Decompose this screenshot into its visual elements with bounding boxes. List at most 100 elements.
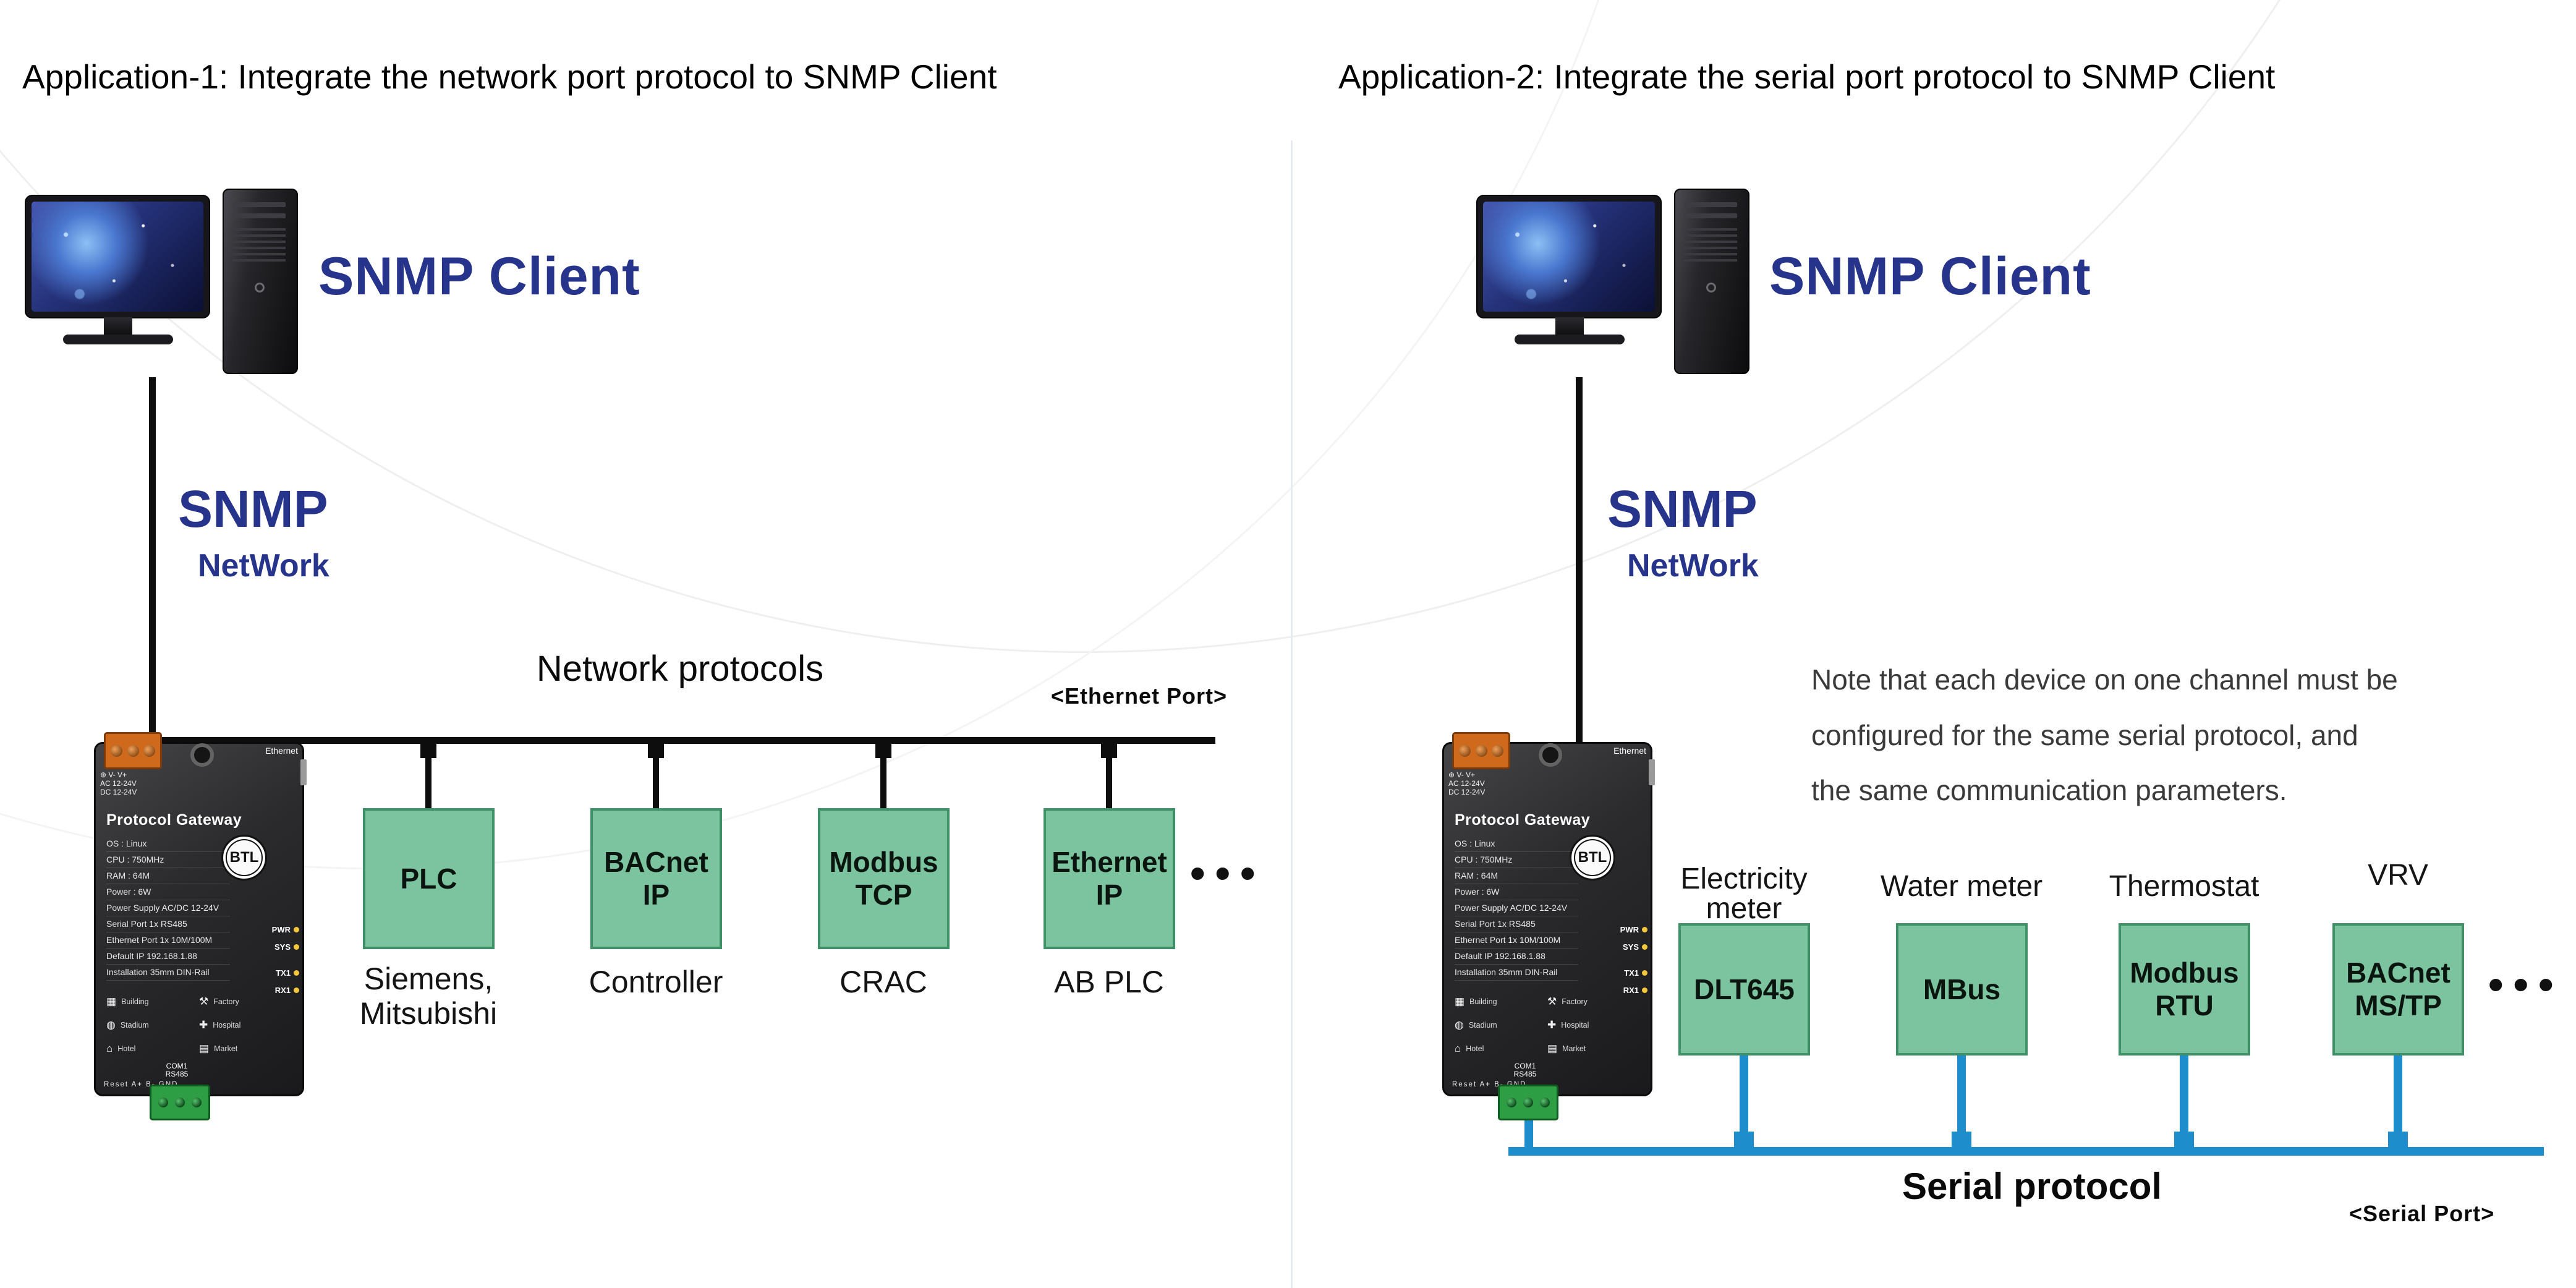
spec-row: Power Supply AC/DC 12-24V: [1455, 900, 1578, 916]
serial-drop-line: [2180, 1056, 2188, 1136]
sector-label: Factory: [1562, 997, 1588, 1006]
serial-drop-line: [1957, 1056, 1966, 1136]
tower-slot: [1684, 213, 1737, 218]
device-spec-list: OS : Linux CPU : 750MHz RAM : 64M Power …: [1455, 836, 1578, 981]
snmp-network-line-1: [149, 377, 156, 741]
device-title: Protocol Gateway: [1455, 811, 1591, 829]
node-box-mbus: MBus: [1896, 923, 2028, 1056]
led-label: PWR: [271, 925, 291, 934]
spec-row: Ethernet Port 1x 10M/100M: [1455, 932, 1578, 949]
mounting-hole: [190, 743, 214, 767]
node-drop-line: [880, 744, 886, 808]
led-label: TX1: [1624, 968, 1639, 978]
hospital-icon: ✚: [1547, 1019, 1557, 1031]
node-box-modbus-tcp: Modbus TCP: [818, 808, 950, 949]
led-sys: SYS: [1623, 942, 1647, 952]
node-caption-siemens: Siemens, Mitsubishi: [359, 962, 498, 1031]
sector-hotel: ⌂Hotel: [1455, 1038, 1547, 1060]
bus-connector: [1101, 742, 1117, 758]
node-caption-controller: Controller: [589, 965, 723, 999]
sector-label: Hospital: [1561, 1021, 1589, 1030]
terminal-screw: [1492, 744, 1504, 757]
terminal-screw: [1475, 744, 1487, 757]
snmp-client-label-2: SNMP Client: [1769, 247, 2091, 306]
led-pwr: PWR: [1620, 925, 1647, 934]
led-dot: [1642, 987, 1647, 993]
led-dot: [294, 987, 299, 993]
device-body: [1442, 742, 1652, 1096]
sector-label: Stadium: [1468, 1021, 1497, 1030]
sector-hospital: ✚ Hospital: [1547, 1014, 1640, 1036]
terminal-screw: [1523, 1098, 1533, 1107]
com-port-label: COM1 RS485: [1513, 1062, 1537, 1078]
power-terminal-block: [1452, 732, 1510, 769]
spec-row: RAM : 64M: [106, 868, 230, 884]
serial-note: Note that each device on one channel mus…: [1811, 663, 2398, 807]
spec-row: OS : Linux: [106, 836, 230, 852]
serial-port-label: <Serial Port>: [2349, 1201, 2495, 1226]
btl-logo: BTL: [221, 835, 267, 881]
spec-row: RAM : 64M: [1455, 868, 1578, 884]
monitor: [25, 195, 210, 318]
monitor-base: [63, 335, 173, 344]
monitor-stand: [1555, 317, 1584, 335]
snmp-client-label-1: SNMP Client: [318, 247, 640, 306]
tower-vent: [232, 228, 286, 264]
terminal-screw: [143, 744, 156, 757]
bus-connector: [875, 742, 891, 758]
node-box-modbus-rtu: Modbus RTU: [2119, 923, 2250, 1056]
terminal-screw: [127, 744, 139, 757]
led-label: TX1: [276, 968, 291, 978]
spec-row: OS : Linux: [1455, 836, 1578, 852]
gateway-serial-riser: [1524, 1118, 1533, 1150]
bus-connector: [648, 742, 664, 758]
node-caption-ab-plc: AB PLC: [1054, 965, 1164, 999]
app1-title: Application-1: Integrate the network por…: [22, 58, 997, 96]
power-rating-label: ⊕ V- V+ AC 12-24V DC 12-24V: [100, 770, 137, 796]
snmp-network-line-2: [1576, 377, 1583, 743]
panel-divider: [1291, 140, 1293, 1288]
led-dot: [1642, 970, 1647, 976]
bus-connector: [420, 742, 436, 758]
led-dot: [294, 970, 299, 976]
snmp-client-computer-1: [25, 189, 315, 382]
spec-row: Ethernet Port 1x 10M/100M: [106, 932, 230, 949]
tower-power-button: [1706, 283, 1716, 292]
com-port-label: COM1 RS485: [165, 1062, 189, 1078]
node-box-plc: PLC: [363, 808, 495, 949]
spec-row: Default IP 192.168.1.88: [106, 949, 230, 965]
node-drop-line: [1106, 744, 1112, 808]
led-dot: [294, 927, 299, 932]
spec-row: CPU : 750MHz: [106, 852, 230, 868]
terminal-screw: [158, 1098, 168, 1107]
led-label: SYS: [274, 942, 291, 952]
tower-slot: [232, 202, 286, 207]
sector-icon-grid: ▦Building ⚒Factory ◍Stadium ✚Hospital ⌂H…: [106, 991, 292, 1060]
factory-icon: ⚒: [1547, 996, 1557, 1007]
serial-drop-line: [2394, 1056, 2402, 1136]
led-pwr: PWR: [272, 925, 299, 934]
serial-bus-line: [1508, 1147, 2544, 1156]
ethernet-port-tag: Ethernet: [1613, 746, 1646, 756]
sector-stadium: ◍Stadium: [1455, 1014, 1547, 1036]
sector-label: Hotel: [117, 1044, 136, 1053]
serial-terminal-block: [150, 1085, 210, 1120]
led-tx1: TX1: [276, 968, 299, 978]
sector-hospital: ✚Hospital: [199, 1014, 292, 1036]
tower-slot: [1684, 202, 1737, 207]
terminal-screw: [175, 1098, 185, 1107]
computer-tower: [1674, 189, 1749, 374]
led-dot: [1642, 927, 1647, 932]
snmp-label-1: SNMP: [178, 480, 328, 538]
monitor-stand: [104, 317, 132, 335]
protocol-gateway-device-2: Ethernet ⊕ V- V+ AC 12-24V DC 12-24V Pro…: [1442, 732, 1655, 1120]
network-label-2: NetWork: [1627, 548, 1759, 584]
hotel-icon: ⌂: [1455, 1043, 1461, 1054]
label-water-meter: Water meter: [1880, 870, 2043, 903]
spec-row: Power : 6W: [1455, 884, 1578, 900]
led-dot: [294, 944, 299, 950]
snmp-client-computer-2: [1476, 189, 1767, 382]
building-icon: ▦: [106, 996, 117, 1007]
power-rating-label: ⊕ V- V+ AC 12-24V DC 12-24V: [1448, 770, 1486, 796]
